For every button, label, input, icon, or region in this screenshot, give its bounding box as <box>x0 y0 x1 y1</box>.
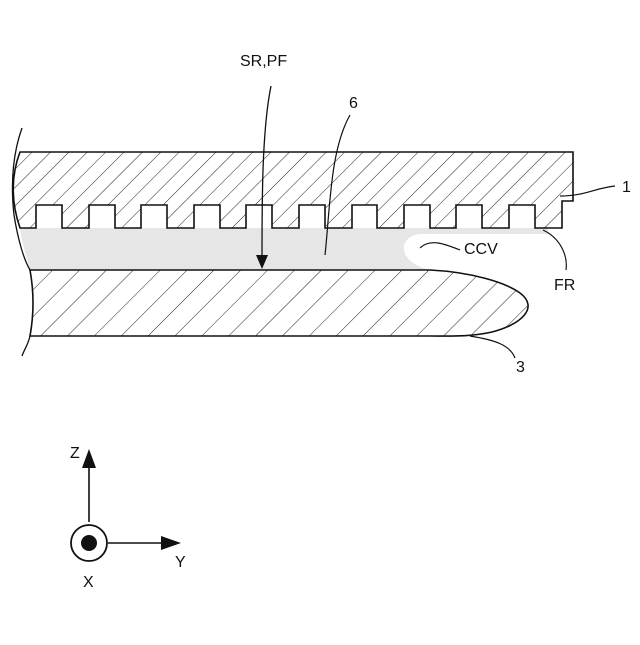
leader-ccv <box>420 243 460 250</box>
y-axis-arrowhead <box>161 536 181 550</box>
axis-label-x: X <box>83 574 94 591</box>
label-ccv: CCV <box>464 241 498 258</box>
z-axis-arrowhead <box>82 449 96 468</box>
axis-label-y: Y <box>175 554 186 571</box>
x-axis-dot <box>81 535 97 551</box>
leader-3 <box>470 336 515 358</box>
axis-label-z: Z <box>70 445 80 462</box>
leader-fr <box>543 230 566 270</box>
label-1: 1 <box>622 179 631 196</box>
break-line-bottom <box>22 336 30 356</box>
coordinate-axes: Z Y X <box>70 445 186 591</box>
label-sr-pf: SR,PF <box>240 53 287 70</box>
label-fr: FR <box>554 277 575 294</box>
label-6: 6 <box>349 95 358 112</box>
label-3: 3 <box>516 359 525 376</box>
mold-1 <box>13 152 573 228</box>
substrate-3 <box>30 270 528 336</box>
